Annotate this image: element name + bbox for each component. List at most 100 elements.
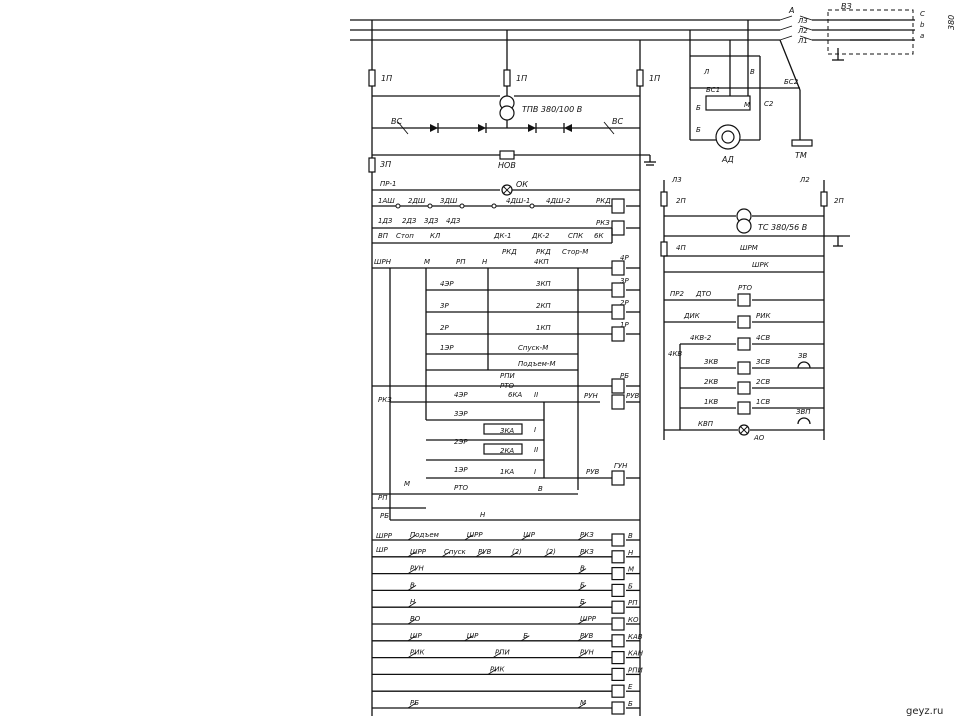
contact-label: I [534, 426, 536, 434]
fuse-label: 1П [649, 74, 660, 83]
contact-label: 2ДШ [408, 197, 426, 205]
coil-label: Б [628, 582, 633, 590]
contact-symbol [464, 534, 473, 541]
coil-label: Н [628, 549, 634, 557]
coil-label: В [628, 532, 633, 540]
contact-label: ПР2 [670, 290, 684, 298]
fuse-1p-right [636, 40, 644, 128]
coil-label: РП [628, 599, 638, 607]
contact-label: 3ДЗ [424, 217, 439, 225]
contact-label: ШР [467, 632, 479, 640]
phase-label: A [788, 6, 794, 15]
contact-label: 4КВ [668, 350, 682, 358]
contact-label: 2Р [440, 324, 449, 332]
coil-label: 3Р [620, 277, 629, 285]
contact-label: 2ДЗ [402, 217, 417, 225]
contact-label: ДК-2 [531, 232, 550, 240]
contact-symbol [407, 601, 417, 608]
contact-symbol [577, 652, 587, 658]
contact-symbol [577, 568, 587, 574]
contact-label: Н [482, 258, 488, 266]
contact-label: ШР [523, 531, 535, 539]
coil-label: РИК [756, 312, 771, 320]
brake-label: ТМ [795, 151, 807, 160]
contact-label: 2КА [500, 447, 514, 455]
coil-label: 2Р [620, 299, 629, 307]
contact-label: Н [480, 511, 486, 519]
contact-label: РБ [380, 512, 389, 520]
contact-label: Б [580, 598, 585, 606]
contact-label: РИК [490, 665, 505, 673]
contact-label: ШРК [752, 261, 770, 269]
disconnector-label: Л3 [797, 17, 808, 25]
phase-label: a [920, 32, 924, 40]
supply-bus [350, 19, 915, 41]
contact-label: РКЗ [580, 548, 594, 556]
contact-symbol [577, 585, 587, 591]
contact-label: 1КП [536, 324, 551, 332]
contact-label: В [538, 485, 543, 493]
ruv-gun-row [578, 470, 640, 486]
coil-label: РПИ [628, 666, 643, 674]
relay-coil [611, 600, 625, 614]
diode-label: ВС [391, 117, 402, 126]
contact-symbol [407, 635, 417, 642]
contact-label: 4ДШ-1 [506, 197, 530, 205]
contact-label: (2) [512, 548, 522, 556]
contact-label: 3КВ [704, 358, 718, 366]
contact-symbol [407, 585, 417, 591]
contact-label: II [534, 446, 538, 454]
coil-label: РКЗ [596, 219, 610, 227]
contact-label: М [404, 480, 410, 488]
switch-label: ВЗ [841, 2, 852, 11]
motor-terminal: БС1 [706, 86, 720, 94]
contact-label: ВП [378, 232, 389, 240]
speed-rows [426, 282, 640, 371]
contact-symbol [475, 551, 485, 558]
coil-label: РКД [596, 197, 611, 205]
disconnector-label: Л1 [797, 37, 808, 45]
coil-label: КАВ [628, 633, 643, 641]
contact-label: РУН [580, 649, 594, 657]
coil-label: Е [628, 683, 633, 691]
contact-symbol [543, 551, 553, 558]
contact-label: 3ЭР [454, 410, 468, 418]
contact-label: РБ [410, 699, 419, 707]
contact-label: 4ЭР [454, 391, 468, 399]
coil-label: 1СВ [756, 398, 770, 406]
coil-label: КО [628, 616, 639, 624]
contact-label: СПК [568, 232, 584, 240]
motor-terminal: М [744, 101, 750, 109]
feeder-label: Л2 [799, 176, 810, 184]
contact-label: Подъем [410, 531, 440, 539]
contact-label: ШРР [467, 531, 484, 539]
field-winding-label: НОВ [498, 161, 516, 170]
motor-terminal: Б [696, 126, 701, 134]
fuse-label: 2П [834, 197, 844, 205]
relay-coil [611, 684, 625, 698]
relay-coil [611, 650, 625, 665]
aux-label: ЗВП [796, 408, 811, 416]
contact-label: РКЗ [580, 531, 594, 539]
contact-label: 1АШ [378, 197, 395, 205]
contact-label: ШРР [410, 548, 427, 556]
contact-label: 6К [594, 232, 604, 240]
fuse-1p-left [368, 20, 376, 128]
contact-label: РП [456, 258, 466, 266]
contact-label: 4ЭР [440, 280, 454, 288]
fuse-label: 3П [380, 160, 391, 169]
contact-label: РИК [410, 649, 425, 657]
right-rows [664, 255, 824, 436]
feeder-label: Л3 [671, 176, 682, 184]
coil-label: Б [628, 700, 633, 708]
contact-label: ДК-1 [493, 232, 511, 240]
contact-label: РП [378, 494, 388, 502]
coil-label: РТО [738, 284, 752, 292]
coil-label: 2СВ [756, 378, 770, 386]
field-winding-row [372, 150, 656, 166]
contact-label: Спуск-М [518, 344, 548, 352]
contact-label: РКД [502, 248, 517, 256]
contact-symbol [407, 534, 417, 541]
